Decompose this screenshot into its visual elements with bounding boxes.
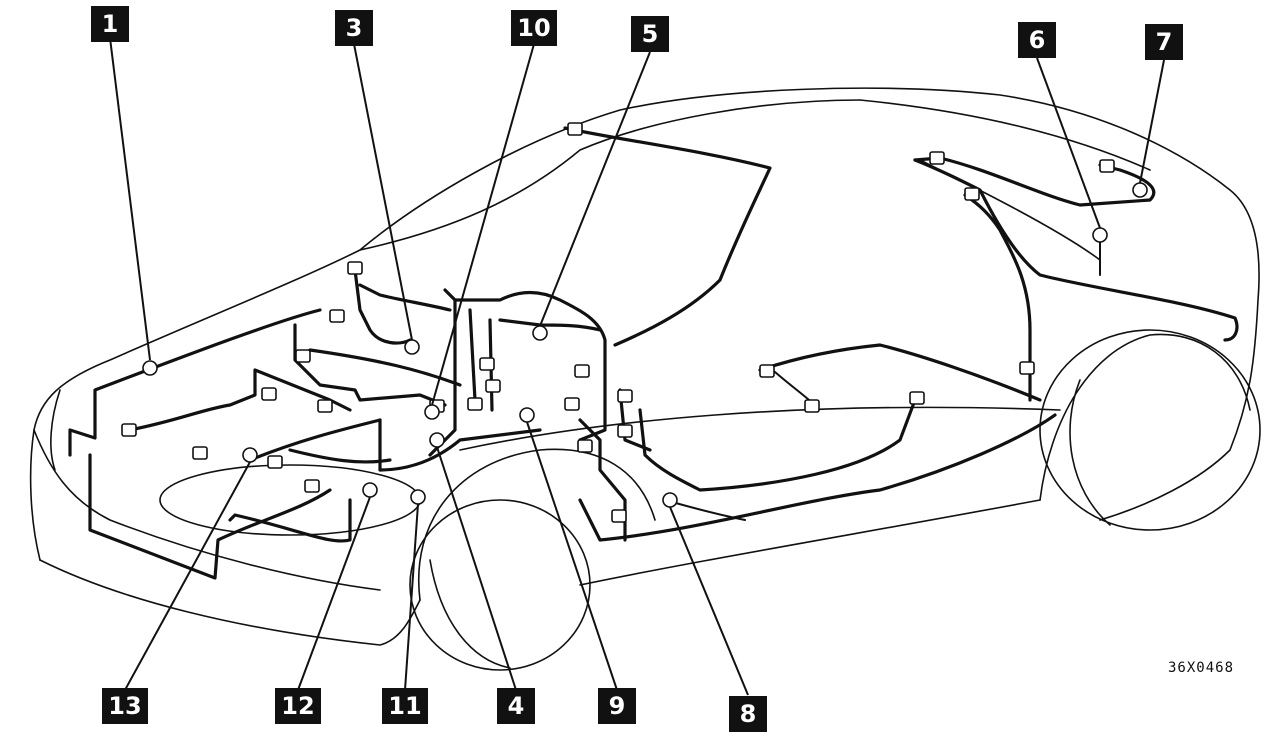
connector bbox=[574, 364, 590, 378]
ground-point-5 bbox=[532, 325, 548, 341]
connectors bbox=[121, 122, 1115, 523]
connector bbox=[909, 391, 925, 405]
callout-12: 12 bbox=[275, 688, 321, 724]
connector bbox=[617, 424, 633, 438]
connector bbox=[617, 389, 633, 403]
document-code: 36X0468 bbox=[1168, 660, 1235, 676]
callout-11: 11 bbox=[382, 688, 428, 724]
ground-point-9 bbox=[519, 407, 535, 423]
ground-point-6 bbox=[1092, 227, 1108, 243]
ground-point-13 bbox=[242, 447, 258, 463]
svg-text:13: 13 bbox=[108, 692, 141, 720]
leader-line-12 bbox=[297, 496, 371, 691]
connector bbox=[1019, 361, 1035, 375]
ground-points bbox=[142, 182, 1148, 508]
callouts: 1 3 10 5 6 7 13 12 bbox=[91, 6, 1183, 732]
leader-line-7 bbox=[1139, 59, 1165, 184]
callout-10: 10 bbox=[511, 10, 557, 46]
leader-line-5 bbox=[539, 51, 651, 327]
ground-point-12 bbox=[362, 482, 378, 498]
leader-line-3 bbox=[353, 43, 413, 341]
connector bbox=[121, 423, 137, 437]
ground-point-7 bbox=[1132, 182, 1148, 198]
leader-line-10 bbox=[431, 43, 535, 406]
callout-3: 3 bbox=[335, 10, 373, 46]
connector bbox=[804, 399, 820, 413]
callout-1: 1 bbox=[91, 6, 129, 42]
car-body-outline bbox=[29, 87, 1261, 671]
connector bbox=[964, 187, 980, 201]
svg-text:10: 10 bbox=[517, 14, 550, 42]
connector bbox=[564, 397, 580, 411]
svg-text:11: 11 bbox=[388, 692, 421, 720]
ground-point-4 bbox=[429, 432, 445, 448]
svg-text:4: 4 bbox=[508, 692, 525, 720]
callout-6: 6 bbox=[1018, 22, 1056, 58]
connector bbox=[295, 349, 311, 363]
ground-point-11 bbox=[410, 489, 426, 505]
svg-text:9: 9 bbox=[609, 692, 626, 720]
svg-text:5: 5 bbox=[642, 20, 659, 48]
leader-line-13 bbox=[124, 461, 251, 691]
connector bbox=[485, 379, 501, 393]
ground-point-3 bbox=[404, 339, 420, 355]
connector bbox=[467, 397, 483, 411]
connector bbox=[1099, 159, 1115, 173]
ground-point-8 bbox=[662, 492, 678, 508]
leader-line-8 bbox=[669, 506, 749, 696]
svg-text:1: 1 bbox=[102, 10, 119, 38]
wiring-harnesses bbox=[68, 126, 1239, 580]
svg-text:3: 3 bbox=[346, 14, 363, 42]
connector bbox=[759, 364, 775, 378]
connector bbox=[577, 439, 593, 453]
svg-text:7: 7 bbox=[1156, 28, 1173, 56]
connector bbox=[267, 455, 283, 469]
ground-point-10 bbox=[424, 404, 440, 420]
callout-4: 4 bbox=[497, 688, 535, 724]
leader-line-1 bbox=[109, 37, 151, 361]
callout-13: 13 bbox=[102, 688, 148, 724]
svg-text:6: 6 bbox=[1029, 26, 1046, 54]
ground-point-1 bbox=[142, 360, 158, 376]
leader-line-11 bbox=[404, 503, 419, 691]
callout-8: 8 bbox=[729, 696, 767, 732]
connector bbox=[479, 357, 495, 371]
connector bbox=[929, 151, 945, 165]
connector bbox=[611, 509, 627, 523]
connector bbox=[567, 122, 583, 136]
connector bbox=[192, 446, 208, 460]
connector bbox=[347, 261, 363, 275]
svg-text:8: 8 bbox=[740, 700, 757, 728]
callout-7: 7 bbox=[1145, 24, 1183, 60]
connector bbox=[329, 309, 345, 323]
callout-5: 5 bbox=[631, 16, 669, 52]
connector bbox=[261, 387, 277, 401]
connector bbox=[304, 479, 320, 493]
callout-9: 9 bbox=[598, 688, 636, 724]
leader-line-9 bbox=[526, 421, 618, 691]
svg-text:12: 12 bbox=[281, 692, 314, 720]
leader-line-4 bbox=[436, 446, 517, 691]
leader-lines bbox=[109, 37, 1165, 696]
leader-line-6 bbox=[1036, 57, 1101, 229]
connector bbox=[317, 399, 333, 413]
